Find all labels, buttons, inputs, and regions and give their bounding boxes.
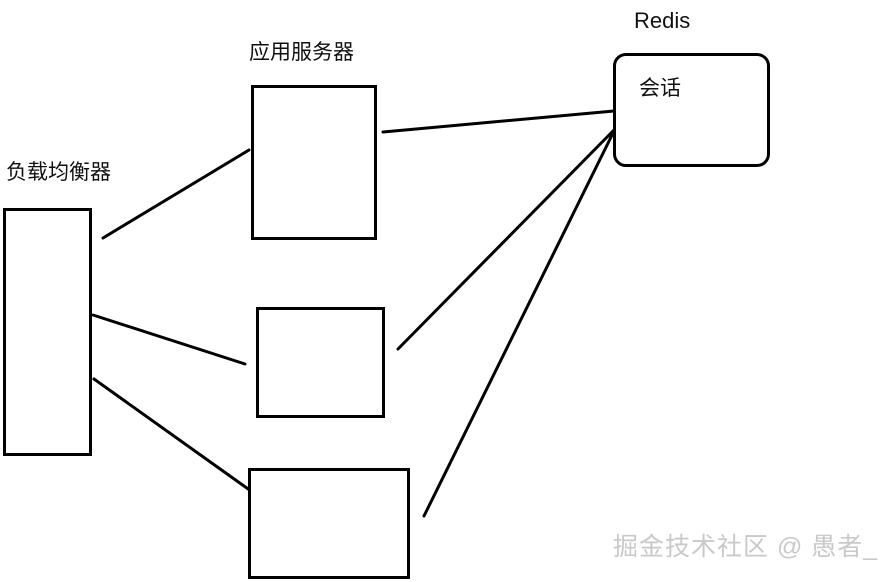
- edge-loadbalancer-to-appserver-3: [92, 377, 253, 493]
- edge-appserver-1-to-redis: [381, 109, 616, 134]
- edge-appserver-2-to-redis: [396, 128, 616, 351]
- app-server-caption: 应用服务器: [249, 41, 354, 64]
- redis-caption: Redis: [634, 8, 691, 33]
- edge-loadbalancer-to-appserver-2: [91, 313, 247, 366]
- edge-appserver-3-to-redis: [422, 129, 616, 518]
- app-server-box-2[interactable]: [256, 307, 385, 418]
- load-balancer-caption: 负载均衡器: [6, 161, 111, 184]
- watermark: 掘金技术社区 @ 愚者_: [613, 533, 879, 561]
- app-server-box-3[interactable]: [248, 468, 410, 579]
- redis-session-box[interactable]: 会话: [613, 53, 770, 167]
- app-server-box-1[interactable]: [251, 85, 377, 240]
- edge-loadbalancer-to-appserver-1: [101, 148, 251, 240]
- load-balancer-box[interactable]: [3, 208, 92, 456]
- redis-session-box-label: 会话: [639, 77, 681, 100]
